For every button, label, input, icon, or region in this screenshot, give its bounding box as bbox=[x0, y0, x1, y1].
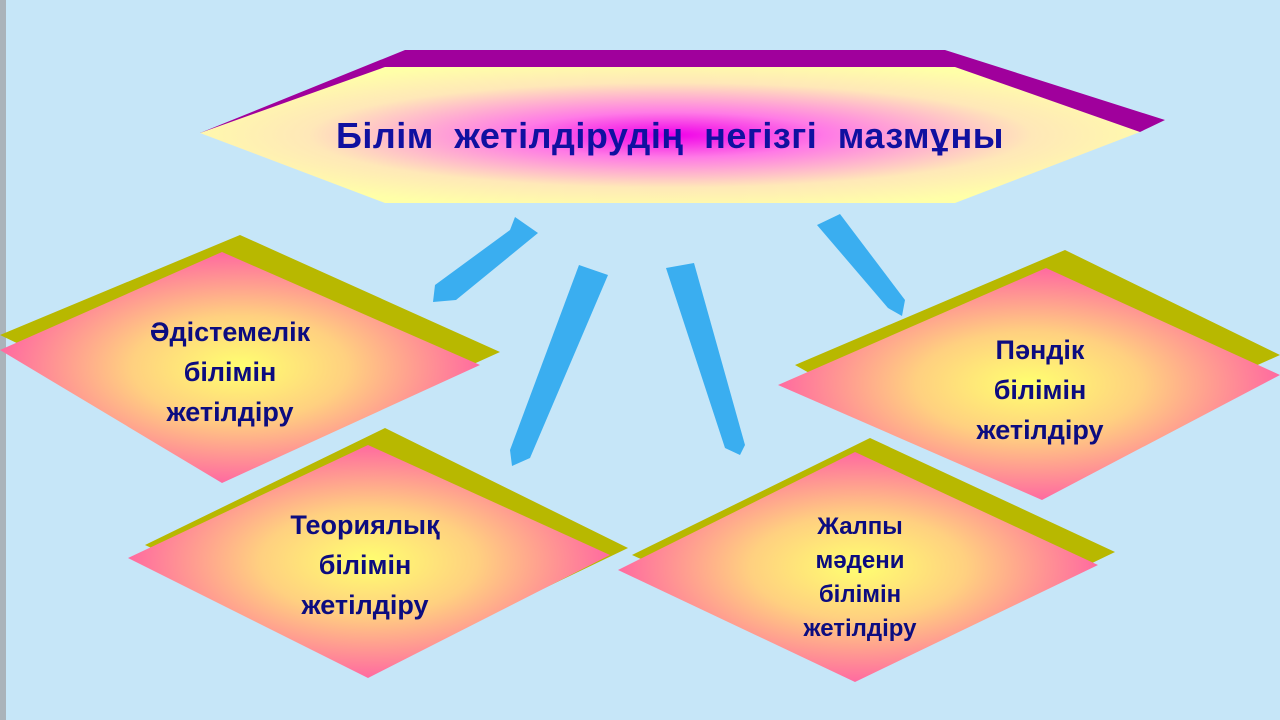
node-general-cultural-diamond bbox=[618, 452, 1098, 682]
arrow-4 bbox=[817, 214, 905, 316]
node-methodological-label: Әдістемелік білімін жетілдіру bbox=[149, 317, 311, 427]
node-theoretical-shape bbox=[128, 428, 628, 678]
node-methodological-diamond bbox=[0, 252, 480, 483]
node-theoretical-diamond bbox=[128, 445, 610, 678]
node-subject-label: Пәндік білімін жетілдіру bbox=[976, 335, 1104, 445]
slide-edge-strip bbox=[0, 0, 6, 720]
connector-arrows bbox=[433, 214, 905, 466]
title-shape bbox=[200, 50, 1165, 203]
arrow-3 bbox=[666, 263, 745, 455]
arrow-1 bbox=[433, 217, 538, 302]
node-general-cultural-label: Жалпы мәдени білімін жетілдіру bbox=[803, 513, 917, 642]
node-general-cultural-shape bbox=[618, 438, 1115, 682]
diagram-title: Білім жетілдірудің негізгі мазмұны bbox=[336, 115, 1004, 156]
arrow-2 bbox=[510, 265, 608, 466]
node-methodological-shape bbox=[0, 235, 500, 483]
node-theoretical-label: Теориялық білімін жетілдіру bbox=[290, 510, 440, 620]
title-hexagon bbox=[200, 67, 1140, 203]
node-subject-diamond bbox=[778, 268, 1280, 500]
node-subject-shape bbox=[778, 250, 1280, 500]
